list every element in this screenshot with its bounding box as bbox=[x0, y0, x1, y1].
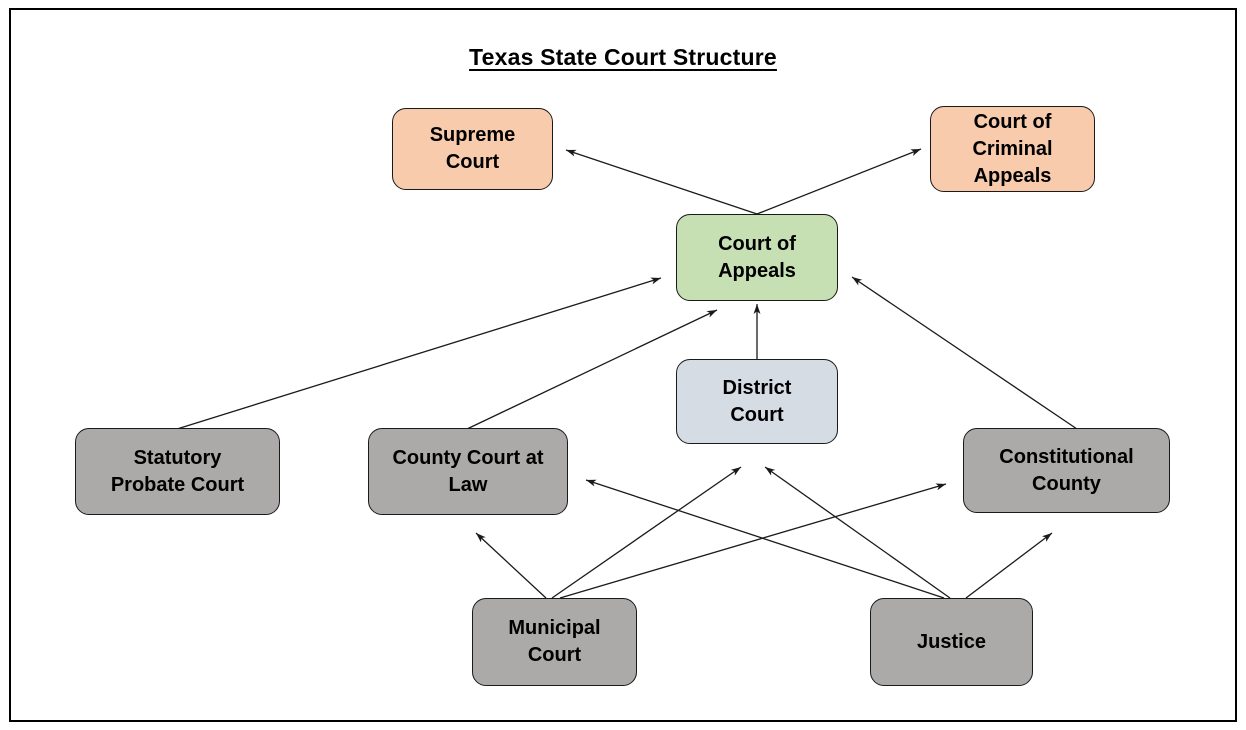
node-label: Court of Criminal Appeals bbox=[972, 110, 1053, 187]
node-label: Municipal Court bbox=[508, 617, 601, 666]
arrow-justice-to-constitutional_county bbox=[965, 532, 1053, 599]
node-constitutional-county: Constitutional County bbox=[963, 428, 1170, 513]
node-label: Justice bbox=[917, 630, 986, 653]
node-label: Supreme Court bbox=[429, 124, 516, 173]
arrow-constitutional_county-to-court_of_appeals bbox=[851, 276, 1078, 430]
arrow-county_court_at_law-to-court_of_appeals bbox=[466, 309, 718, 430]
node-statutory-probate-court: Statutory Probate Court bbox=[75, 428, 280, 515]
node-court-of-appeals: Court of Appeals bbox=[676, 214, 838, 301]
node-court-of-criminal-appeals: Court of Criminal Appeals bbox=[930, 106, 1095, 192]
node-label: Statutory Probate Court bbox=[110, 446, 245, 496]
arrow-statutory_probate_court-to-court_of_appeals bbox=[176, 277, 662, 430]
node-label: County Court at Law bbox=[392, 446, 544, 496]
node-justice: Justice bbox=[870, 598, 1033, 686]
arrow-municipal_court-to-constitutional_county bbox=[559, 483, 947, 599]
arrow-justice-to-district_court bbox=[764, 466, 951, 599]
diagram-title: Texas State Court Structure bbox=[469, 44, 777, 70]
node-municipal-court: Municipal Court bbox=[472, 598, 637, 686]
arrow-court_of_appeals-to-supreme_court bbox=[565, 149, 758, 215]
node-district-court: District Court bbox=[676, 359, 838, 444]
arrow-justice-to-county_court_at_law bbox=[585, 479, 945, 599]
arrow-court_of_appeals-to-court_of_criminal_appeals bbox=[756, 148, 922, 215]
arrow-municipal_court-to-county_court_at_law bbox=[475, 532, 547, 599]
arrow-municipal_court-to-district_court bbox=[551, 466, 742, 599]
node-county-court-at-law: County Court at Law bbox=[368, 428, 568, 515]
node-label: Court of Appeals bbox=[718, 232, 796, 282]
node-label: Constitutional County bbox=[999, 445, 1134, 495]
node-label: District Court bbox=[722, 376, 792, 426]
node-supreme-court: Supreme Court bbox=[392, 108, 553, 190]
